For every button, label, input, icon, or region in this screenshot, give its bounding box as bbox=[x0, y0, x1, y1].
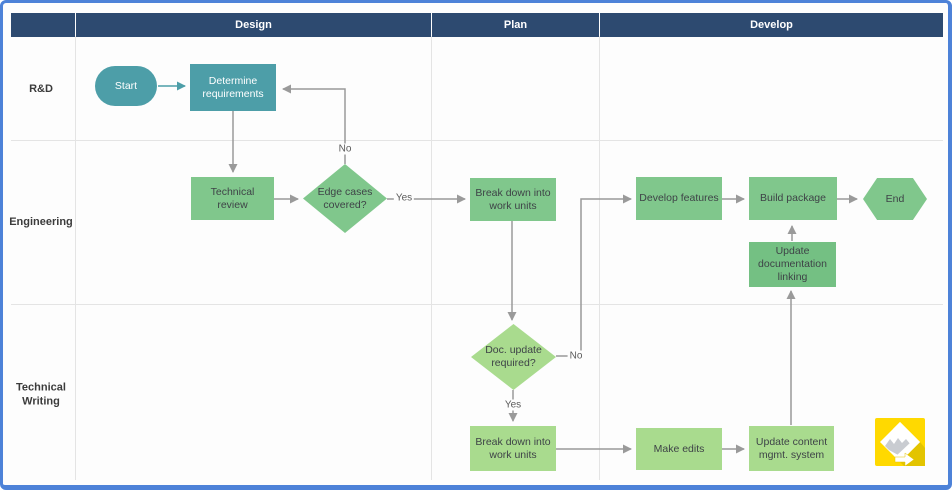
node-make-edits[interactable]: Make edits bbox=[636, 428, 722, 470]
node-label: Develop features bbox=[639, 192, 719, 205]
node-start[interactable]: Start bbox=[95, 66, 157, 106]
brand-logo-icon bbox=[875, 418, 925, 466]
node-break-down-work-units-eng[interactable]: Break down into work units bbox=[470, 178, 556, 221]
node-build-package[interactable]: Build package bbox=[749, 177, 837, 220]
grid-vline-labels bbox=[75, 36, 76, 480]
grid-vline-design-plan bbox=[431, 36, 432, 480]
grid-vline-plan-develop bbox=[599, 36, 600, 480]
edge-docupdate-no-to-develop bbox=[556, 194, 632, 357]
node-end[interactable]: End bbox=[863, 178, 927, 220]
node-label: Technical review bbox=[210, 185, 255, 211]
header-corner-cell bbox=[11, 13, 75, 37]
node-label: Build package bbox=[760, 192, 826, 205]
node-update-content-mgmt-system[interactable]: Update content mgmt. system bbox=[749, 426, 834, 471]
header-column-develop[interactable]: Develop bbox=[600, 13, 943, 37]
header-column-label: Develop bbox=[750, 19, 793, 31]
edge-label-no: No bbox=[567, 350, 585, 362]
node-label: Update documentation linking bbox=[758, 245, 827, 283]
header-column-plan[interactable]: Plan bbox=[432, 13, 599, 37]
lane-label-rd: R&D bbox=[29, 82, 53, 95]
node-update-documentation-linking[interactable]: Update documentation linking bbox=[749, 242, 836, 287]
edge-label-yes: Yes bbox=[502, 399, 524, 411]
node-label: Determine requirements bbox=[202, 74, 264, 100]
node-label: Make edits bbox=[653, 442, 705, 455]
grid-hline-rd-engineering bbox=[11, 140, 943, 141]
node-label: Break down into work units bbox=[475, 435, 551, 461]
node-break-down-work-units-tw[interactable]: Break down into work units bbox=[470, 426, 556, 471]
edge-label-yes: Yes bbox=[393, 192, 415, 204]
edge-label-no: No bbox=[336, 143, 354, 155]
node-label: Break down into work units bbox=[475, 186, 551, 212]
header-column-label: Plan bbox=[503, 19, 528, 31]
lane-label-engineering: Engineering bbox=[9, 215, 73, 228]
node-label: Start bbox=[114, 79, 138, 92]
lane-label-technical-writing: Technical Writing bbox=[16, 381, 66, 408]
node-label: Update content mgmt. system bbox=[755, 435, 828, 461]
header-column-design[interactable]: Design bbox=[76, 13, 431, 37]
header-column-label: Design bbox=[235, 19, 272, 31]
node-determine-requirements[interactable]: Determine requirements bbox=[190, 64, 276, 111]
node-label: End bbox=[885, 192, 905, 205]
node-edge-cases-covered[interactable]: Edge cases covered? bbox=[303, 164, 387, 233]
node-label: Doc. update required? bbox=[485, 344, 542, 369]
node-technical-review[interactable]: Technical review bbox=[191, 177, 274, 220]
node-label: Edge cases covered? bbox=[317, 185, 373, 211]
node-doc-update-required[interactable]: Doc. update required? bbox=[471, 324, 556, 390]
grid-hline-engineering-tw bbox=[11, 304, 943, 305]
node-develop-features[interactable]: Develop features bbox=[636, 177, 722, 220]
